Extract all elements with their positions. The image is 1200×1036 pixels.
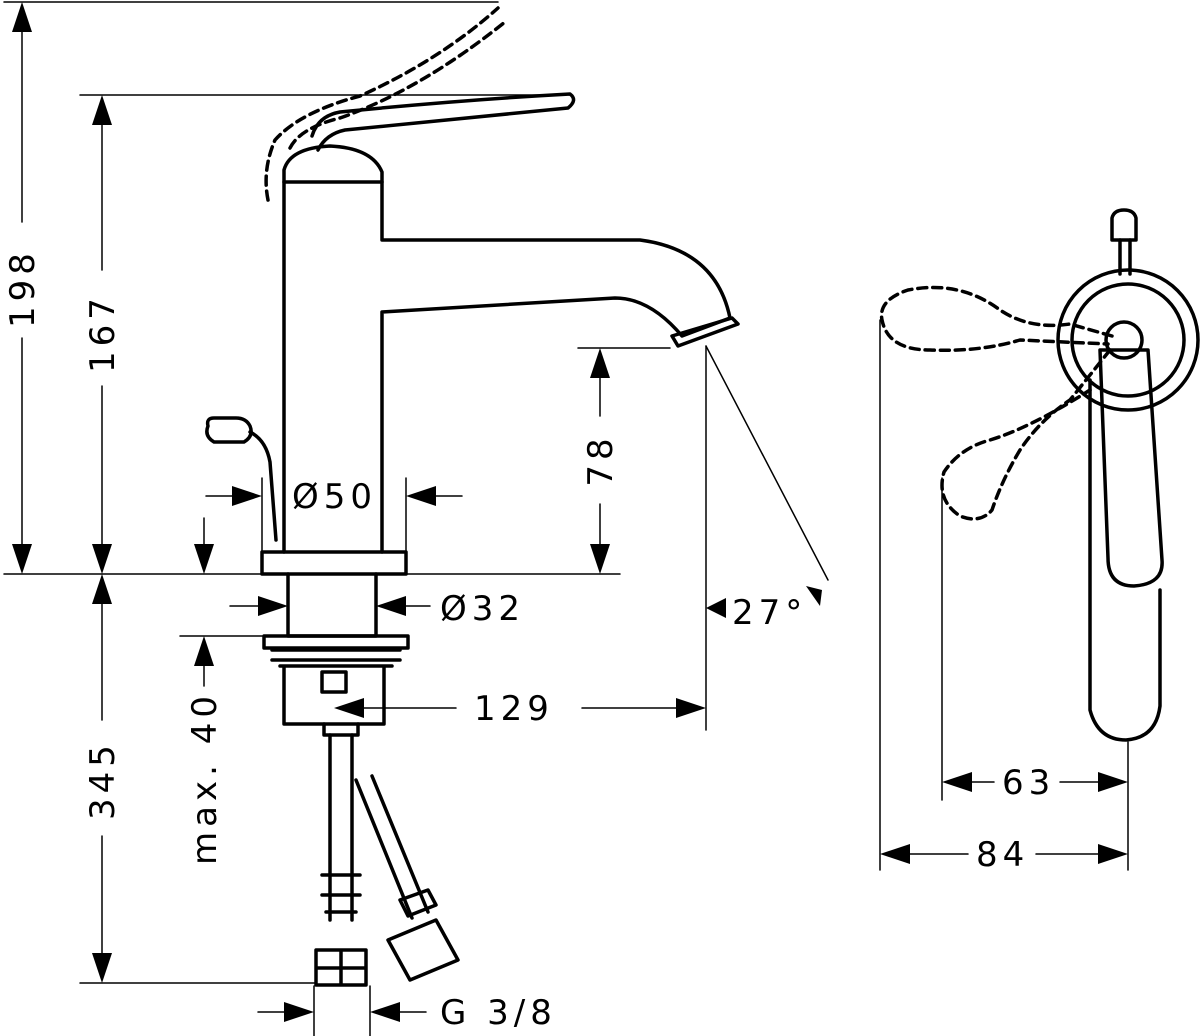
dim-g-3-8: G 3/8 xyxy=(440,993,557,1033)
dim-diameter-50: Ø50 xyxy=(292,477,377,517)
dim-167: 167 xyxy=(83,293,123,373)
dim-diameter-32: Ø32 xyxy=(440,589,525,629)
dim-78: 78 xyxy=(581,433,621,486)
dim-198: 198 xyxy=(3,248,43,328)
faucet-side-view xyxy=(205,6,740,987)
dimension-lines xyxy=(3,1,1129,1036)
dim-345: 345 xyxy=(83,740,123,820)
faucet-front-view xyxy=(879,208,1200,742)
dimension-labels: 198 167 345 max. 40 78 Ø50 Ø32 27° 129 G… xyxy=(3,248,1055,1033)
dim-84: 84 xyxy=(976,835,1029,875)
dim-angle-27: 27° xyxy=(732,593,807,633)
dim-129: 129 xyxy=(474,689,554,729)
dim-63: 63 xyxy=(1002,763,1055,803)
dim-max-40: max. 40 xyxy=(185,691,225,865)
